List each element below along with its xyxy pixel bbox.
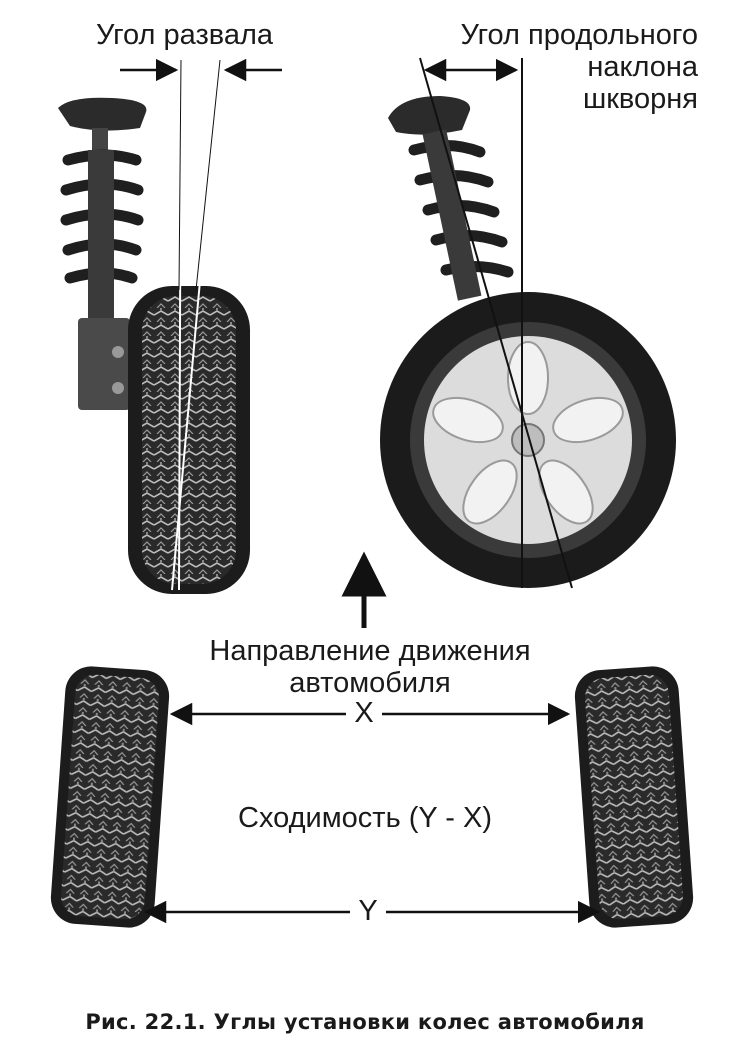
toe-right-wheel bbox=[574, 666, 694, 928]
camber-tread bbox=[142, 296, 236, 584]
caster-shock-body bbox=[422, 129, 482, 301]
caster-label-line3: шкворня bbox=[582, 83, 698, 115]
direction-label-line2: автомобиля bbox=[289, 667, 451, 699]
caster-top-mount bbox=[388, 96, 471, 135]
caster-wheel bbox=[380, 292, 676, 588]
x-dimension-label: X bbox=[346, 698, 382, 729]
camber-reference-lines-outline bbox=[178, 59, 221, 291]
direction-label-line1: Направление движения bbox=[209, 635, 531, 667]
toe-left-wheel bbox=[50, 666, 170, 928]
camber-top-mount bbox=[58, 97, 147, 131]
caster-strut-assembly bbox=[388, 96, 514, 301]
camber-shock-body bbox=[88, 150, 114, 320]
caster-label-line2: наклона bbox=[587, 51, 698, 83]
figure-caption: Рис. 22.1. Углы установки колес автомоби… bbox=[85, 1010, 645, 1034]
caster-rim-spokes bbox=[432, 341, 624, 525]
toe-label: Сходимость (Y - X) bbox=[238, 802, 492, 834]
y-dimension-label: Y bbox=[350, 896, 386, 927]
caster-reference-lines bbox=[419, 57, 573, 589]
camber-knuckle-bolt bbox=[112, 382, 124, 394]
caster-label-line1: Угол продольного bbox=[460, 19, 698, 51]
camber-knuckle bbox=[78, 318, 130, 410]
camber-knuckle-bolt bbox=[112, 346, 124, 358]
camber-strut-assembly bbox=[58, 97, 147, 410]
camber-wheel bbox=[128, 286, 250, 594]
camber-label: Угол развала bbox=[96, 19, 274, 51]
caster-hub bbox=[511, 423, 545, 457]
